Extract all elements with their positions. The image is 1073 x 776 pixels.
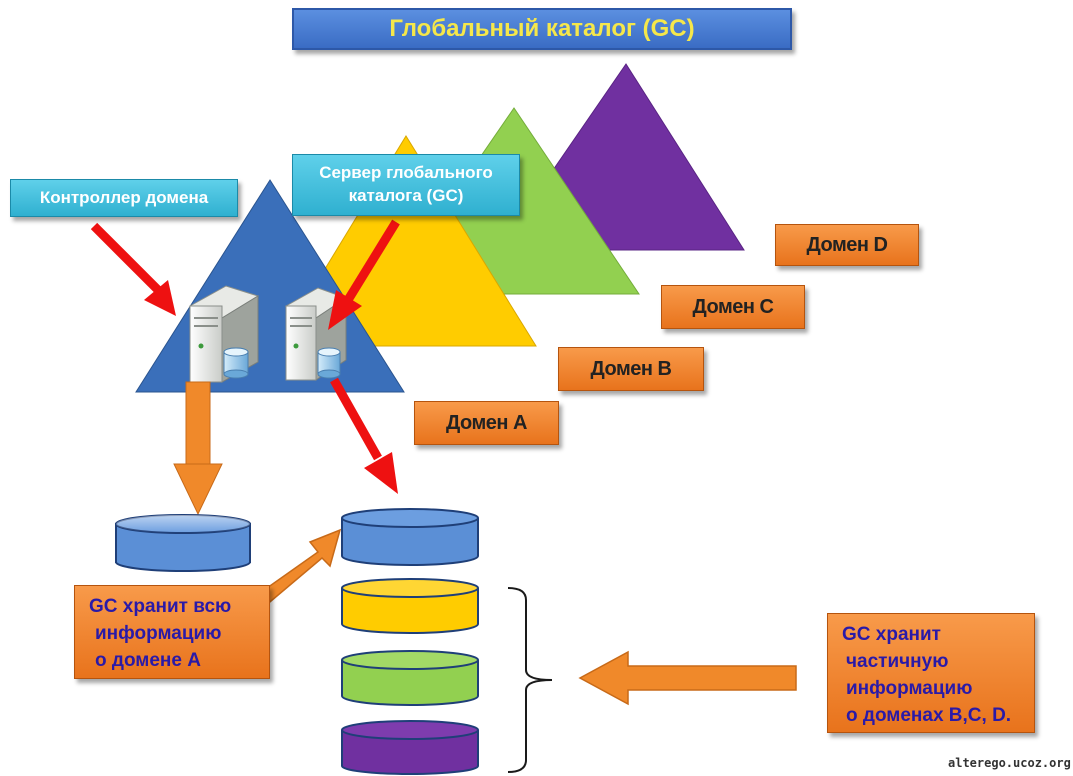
gc-server-icon	[284, 287, 348, 381]
gc-server-label: Сервер глобального каталога (GC)	[292, 154, 520, 216]
gc-server-label-line1: Сервер глобального	[319, 163, 493, 183]
domain-controller-label: Контроллер домена	[10, 179, 238, 217]
domain-controller-server-icon	[188, 285, 260, 383]
red-arrow-to-domain-controller	[90, 222, 176, 316]
gc-database-domain-a	[341, 508, 479, 566]
gc-server-label-line2: каталога (GC)	[348, 186, 464, 205]
watermark: alterego.ucoz.org	[948, 756, 1071, 770]
orange-arrow-down	[173, 381, 223, 516]
domain-controller-database	[115, 514, 251, 572]
note-full-info-line: о домене А	[95, 649, 201, 671]
orange-arrow-to-brace	[578, 650, 797, 706]
note-partial-info: GC хранит частичную информацию о доменах…	[827, 613, 1035, 733]
red-arrow-to-gc-database	[330, 377, 398, 494]
domain-b-label: Домен B	[558, 347, 704, 391]
note-partial-info-line: GC хранит	[842, 624, 941, 645]
note-full-info-line: информацию	[95, 622, 222, 644]
note-full-info-line: GC хранит всю	[89, 596, 232, 617]
domain-a-label: Домен А	[414, 401, 559, 445]
note-partial-info-line: о доменах B,C, D.	[846, 704, 1012, 726]
domain-d-label: Домен D	[775, 224, 919, 266]
note-partial-info-line: частичную	[846, 650, 949, 672]
note-full-info: GC хранит всю информацию о домене А	[74, 585, 270, 679]
diagram-title: Глобальный каталог (GC)	[292, 8, 792, 50]
gc-database-domain-c	[341, 650, 479, 706]
triangle-domain-b	[277, 135, 537, 347]
gc-database-domain-d	[341, 720, 479, 775]
red-arrow-to-gc-server	[328, 219, 400, 330]
domain-c-label: Домен С	[661, 285, 805, 329]
brace	[507, 587, 553, 773]
gc-database-domain-b	[341, 578, 479, 634]
note-partial-info-line: информацию	[846, 677, 973, 699]
